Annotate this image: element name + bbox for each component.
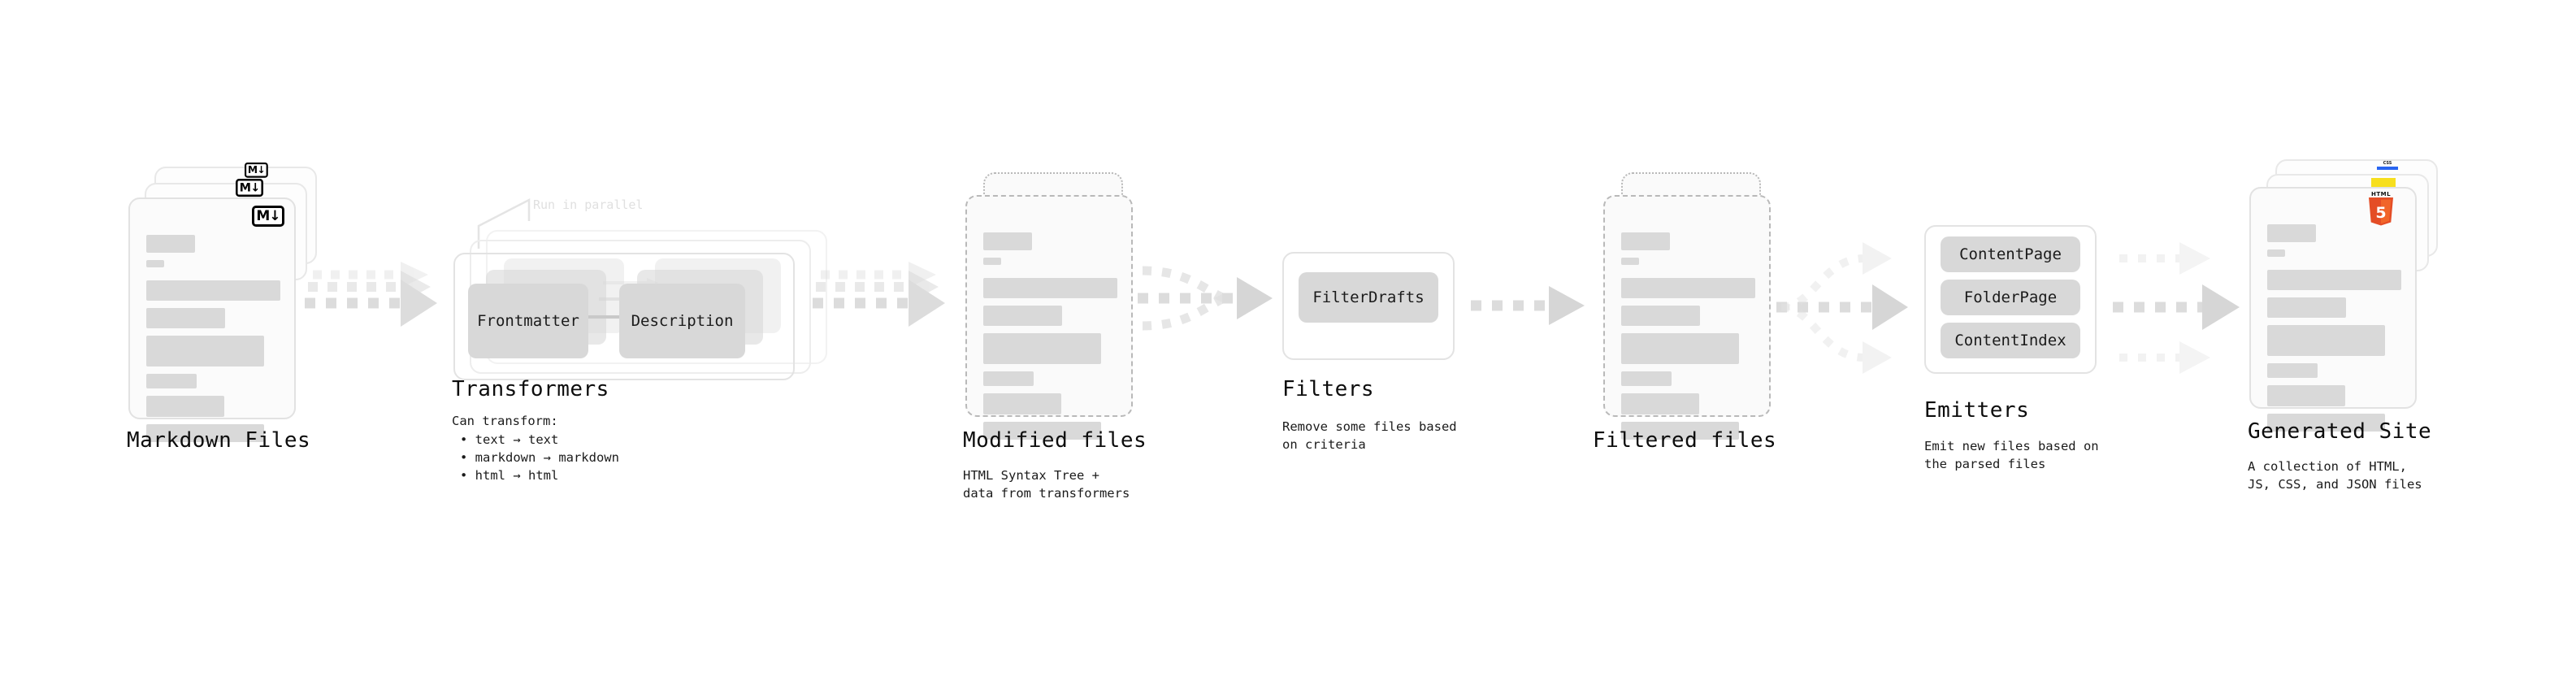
- run-in-parallel-bracket: [477, 197, 531, 249]
- emitters-sub-1: the parsed files: [1924, 457, 2046, 471]
- html5-icon-shield: 5: [2369, 197, 2393, 226]
- filter-chip-filterdrafts-label: FilterDrafts: [1312, 288, 1425, 306]
- generated-site-sub-0: A collection of HTML,: [2248, 459, 2407, 474]
- transformer-chip-frontmatter-label: Frontmatter: [477, 312, 579, 330]
- emitters-box: [1924, 225, 2097, 374]
- arrow-transformers-to-modified: [813, 262, 945, 327]
- html5-icon: HTML 5: [2367, 191, 2395, 226]
- modified-skeleton: [983, 232, 1117, 447]
- transformers-subtitle: Can transform:: [452, 414, 558, 428]
- emitters-title: Emitters: [1924, 398, 2030, 423]
- html5-icon-word: HTML: [2370, 191, 2392, 197]
- emitter-chip-contentpage-label: ContentPage: [1959, 245, 2062, 263]
- css-icon: CSS: [2377, 162, 2398, 171]
- transformers-bullet-0: • text → text: [460, 432, 559, 447]
- emitter-chip-contentpage[interactable]: ContentPage: [1941, 236, 2080, 272]
- emitters-sub-0: Emit new files based on: [1924, 439, 2099, 453]
- transformer-chip-description-label: Description: [631, 312, 734, 330]
- filters-title: Filters: [1282, 377, 1375, 401]
- arrow-filtered-to-emitters: [1776, 242, 1908, 374]
- css-icon-bar: [2377, 167, 2398, 170]
- arrow-emitters-to-site: [2113, 242, 2240, 374]
- js-icon: [2371, 178, 2396, 189]
- markdown-card-front: [128, 197, 296, 442]
- emitter-chip-contentindex[interactable]: ContentIndex: [1941, 323, 2080, 358]
- filters-sub-1: on criteria: [1282, 437, 1366, 452]
- emitter-chip-folderpage-label: FolderPage: [1963, 288, 2058, 306]
- markdown-files-title: Markdown Files: [127, 428, 311, 453]
- markdown-icon-mid: M↓: [236, 179, 263, 197]
- modified-files-title: Modified files: [963, 428, 1147, 453]
- svg-text:5: 5: [2375, 204, 2386, 222]
- markdown-icon-back: M↓: [245, 163, 268, 178]
- transformer-chip-description[interactable]: Description: [619, 284, 745, 358]
- modified-files-sub-0: HTML Syntax Tree +: [963, 468, 1099, 483]
- arrow-filters-to-filtered: [1471, 286, 1585, 325]
- transformers-bullets: • text → text • markdown → markdown • ht…: [460, 431, 619, 484]
- arrow-modified-to-filters: [1138, 266, 1273, 331]
- generated-site-title: Generated Site: [2248, 419, 2432, 444]
- transformers-box-front: [453, 253, 795, 380]
- markdown-icon: M↓: [252, 206, 284, 227]
- transformers-bullet-1: • markdown → markdown: [460, 450, 619, 465]
- filters-sub-0: Remove some files based: [1282, 419, 1457, 434]
- emitter-chip-folderpage[interactable]: FolderPage: [1941, 280, 2080, 315]
- arrow-markdown-to-transformers: [305, 262, 437, 327]
- emitter-chip-contentindex-label: ContentIndex: [1954, 332, 2066, 349]
- css-icon-label: CSS: [2383, 161, 2392, 166]
- site-skeleton: [2267, 224, 2401, 439]
- generated-site-sub-1: JS, CSS, and JSON files: [2248, 477, 2422, 492]
- transformer-chip-frontmatter[interactable]: Frontmatter: [468, 284, 588, 358]
- run-in-parallel-label: Run in parallel: [533, 197, 644, 212]
- modified-card-front: [965, 195, 1133, 440]
- filtered-skeleton: [1621, 232, 1755, 447]
- filter-chip-filterdrafts[interactable]: FilterDrafts: [1299, 272, 1438, 323]
- markdown-skeleton: [146, 235, 280, 449]
- filtered-card-front: [1603, 195, 1771, 440]
- transformers-bullet-2: • html → html: [460, 468, 559, 483]
- filtered-files-title: Filtered files: [1593, 428, 1777, 453]
- transformers-title: Transformers: [452, 377, 609, 401]
- site-card-front: [2249, 187, 2417, 432]
- filters-box: [1282, 252, 1455, 360]
- modified-files-sub-1: data from transformers: [963, 486, 1130, 501]
